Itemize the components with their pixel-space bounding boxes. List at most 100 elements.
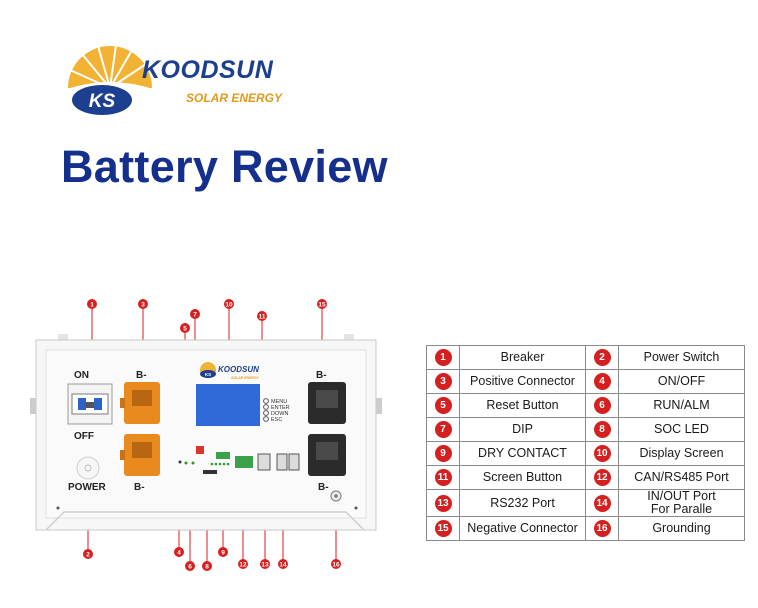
callout-13: 13 — [260, 559, 270, 569]
callout-4: 4 — [174, 547, 184, 557]
part-number-badge: 10 — [593, 445, 611, 462]
menu-label: MENU — [271, 399, 287, 405]
callout-6: 6 — [185, 561, 195, 571]
svg-text:2: 2 — [86, 551, 90, 558]
callout-5: 5 — [180, 323, 190, 333]
svg-text:14: 14 — [279, 561, 287, 568]
part-name-cell: RUN/ALM — [618, 393, 745, 418]
part-number-cell: 15 — [426, 516, 460, 541]
part-number-cell: 4 — [585, 369, 619, 394]
ks-monogram: KS — [72, 85, 132, 115]
part-number-badge: 6 — [593, 397, 611, 414]
svg-text:3: 3 — [141, 301, 145, 308]
callout-2: 2 — [83, 549, 93, 559]
part-number-badge: 2 — [593, 349, 611, 366]
part-number-badge: 7 — [434, 421, 452, 438]
part-name-cell: IN/OUT Port For Paralle — [618, 489, 745, 517]
callout-1: 1 — [87, 299, 97, 309]
svg-text:13: 13 — [261, 561, 269, 568]
svg-text:4: 4 — [177, 549, 181, 556]
page-title: Battery Review — [61, 141, 388, 192]
part-number-cell: 8 — [585, 417, 619, 442]
svg-text:10: 10 — [225, 301, 233, 308]
part-number-badge: 12 — [593, 469, 611, 486]
svg-text:15: 15 — [318, 301, 326, 308]
callout-8: 8 — [202, 561, 212, 571]
negative-top-label: B- — [316, 370, 327, 381]
comm-ports — [235, 453, 300, 471]
svg-text:7: 7 — [193, 311, 197, 318]
screen-brand: KOODSUN — [218, 365, 259, 374]
callout-15: 15 — [317, 299, 327, 309]
part-number-cell: 2 — [585, 345, 619, 370]
koodsun-logo: KS — [64, 44, 156, 115]
negative-bottom-label: B- — [318, 482, 329, 493]
power-switch — [76, 456, 100, 480]
table-row: 9 DRY CONTACT 10 Display Screen — [426, 441, 745, 466]
part-name-cell: Display Screen — [618, 441, 745, 466]
part-number-badge: 13 — [434, 494, 452, 512]
part-number-cell: 7 — [426, 417, 460, 442]
part-number-badge: 4 — [593, 373, 611, 390]
part-name-cell: Power Switch — [618, 345, 745, 370]
part-name-cell: Grounding — [618, 516, 745, 541]
part-number-badge: 16 — [593, 520, 611, 537]
svg-text:12: 12 — [239, 561, 247, 568]
screen-buttons: MENU ENTER DOWN ESC — [263, 398, 290, 423]
brand-subtitle: SOLAR ENERGY — [186, 91, 283, 105]
part-name-cell: RS232 Port — [459, 489, 586, 517]
svg-text:1: 1 — [90, 301, 94, 308]
part-name-cell: DRY CONTACT — [459, 441, 586, 466]
part-number-badge: 9 — [434, 445, 452, 462]
positive-bottom-label: B- — [134, 482, 145, 493]
part-name-cell: Negative Connector — [459, 516, 586, 541]
part-number-cell: 11 — [426, 465, 460, 490]
table-row: 15 Negative Connector 16 Grounding — [426, 516, 745, 541]
part-number-cell: 16 — [585, 516, 619, 541]
screen-monogram: KS — [205, 372, 211, 377]
callout-12: 12 — [238, 559, 248, 569]
part-number-cell: 9 — [426, 441, 460, 466]
positive-connector-bottom — [120, 434, 160, 476]
callout-10: 10 — [224, 299, 234, 309]
part-number-cell: 6 — [585, 393, 619, 418]
power-label: POWER — [68, 482, 107, 493]
positive-connector-top — [120, 382, 160, 424]
breaker — [67, 383, 113, 425]
negative-connector-bottom — [308, 434, 346, 476]
svg-text:11: 11 — [259, 313, 266, 320]
svg-text:16: 16 — [332, 561, 340, 568]
callout-7: 7 — [190, 309, 200, 319]
part-number-cell: 14 — [585, 489, 619, 517]
control-cluster — [178, 446, 230, 474]
part-number-cell: 1 — [426, 345, 460, 370]
part-number-cell: 10 — [585, 441, 619, 466]
positive-top-label: B- — [136, 370, 147, 381]
svg-text:5: 5 — [183, 325, 187, 332]
negative-connector-top — [308, 382, 346, 424]
breaker-on-label: ON — [74, 370, 89, 381]
part-number-badge: 3 — [434, 373, 452, 390]
part-number-cell: 3 — [426, 369, 460, 394]
svg-text:9: 9 — [221, 549, 225, 556]
breaker-off-label: OFF — [74, 431, 94, 442]
part-number-badge: 15 — [434, 520, 452, 537]
callout-9: 9 — [218, 547, 228, 557]
screen-brand-sub: SOLAR ENERGY — [231, 376, 260, 380]
esc-label: ESC — [271, 417, 282, 423]
part-number-cell: 5 — [426, 393, 460, 418]
table-row: 3 Positive Connector 4 ON/OFF — [426, 369, 745, 394]
brand-name: KOODSUN — [142, 56, 274, 84]
part-name-cell: ON/OFF — [618, 369, 745, 394]
callout-16: 16 — [331, 559, 341, 569]
battery-front-panel: ON OFF POWER B- B- KS KOODSUN SOLAR ENER… — [30, 299, 382, 571]
monogram-text: KS — [89, 91, 116, 112]
chassis — [30, 334, 382, 531]
part-number-badge: 5 — [434, 397, 452, 414]
callout-14: 14 — [278, 559, 288, 569]
part-name-cell: Positive Connector — [459, 369, 586, 394]
callout-11: 11 — [257, 311, 267, 321]
